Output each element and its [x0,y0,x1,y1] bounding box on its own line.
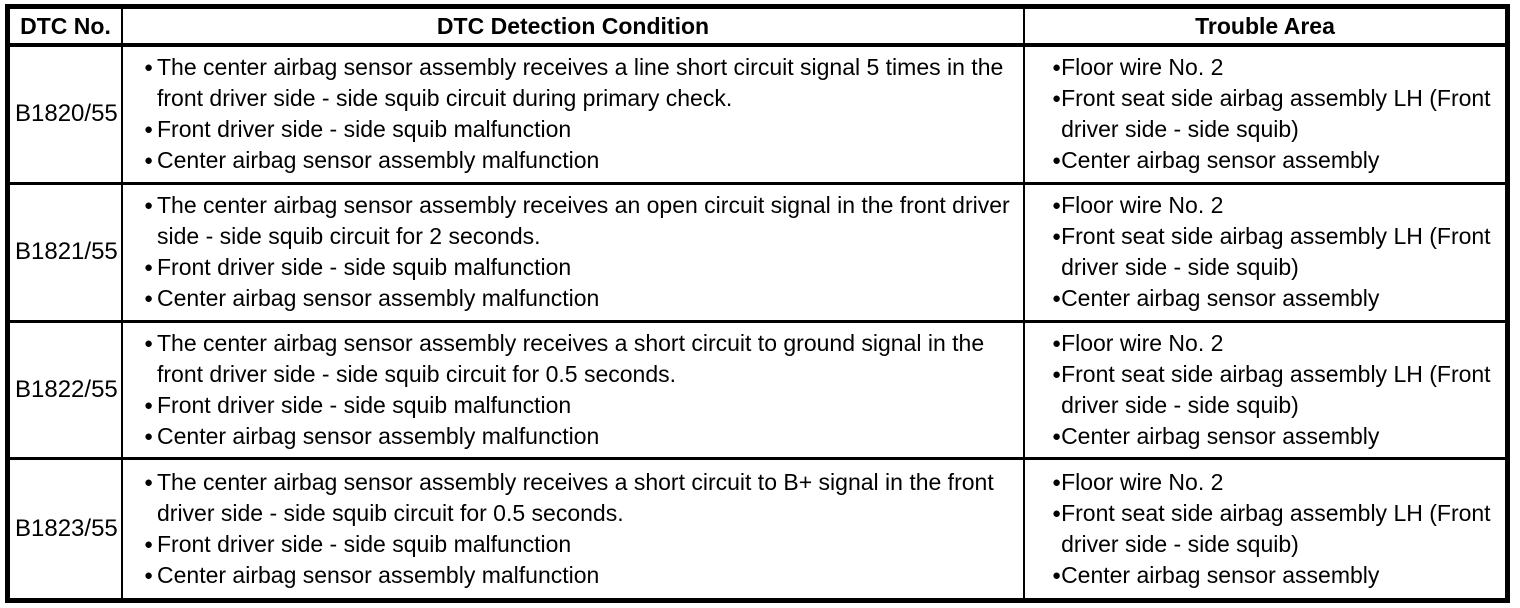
bullet-icon: ● [144,259,154,277]
trouble-item: ● Center airbag sensor assembly [1025,421,1497,452]
detection-condition-cell: ● The center airbag sensor assembly rece… [123,47,1025,182]
trouble-text: Floor wire No. 2 [1061,469,1224,496]
detection-condition-cell: ● The center airbag sensor assembly rece… [123,322,1025,458]
bullet-icon: ● [144,290,154,308]
condition-item: ● Center airbag sensor assembly malfunct… [123,421,1015,452]
dtc-table: DTC No. DTC Detection Condition Trouble … [5,4,1510,603]
bullet-icon: ● [1052,290,1062,308]
trouble-text: Center airbag sensor assembly [1061,147,1380,174]
condition-item: ● Center airbag sensor assembly malfunct… [123,145,1015,176]
bullet-icon: ● [1052,427,1062,445]
trouble-text: Floor wire No. 2 [1061,329,1224,356]
condition-item: ● The center airbag sensor assembly rece… [123,52,1015,114]
trouble-text: Center airbag sensor assembly [1061,422,1380,449]
condition-text: Center airbag sensor assembly malfunctio… [157,147,600,174]
bullet-icon: ● [144,474,154,492]
trouble-item: ● Front seat side airbag assembly LH (Fr… [1025,83,1497,145]
header-detection-condition: DTC Detection Condition [123,9,1025,43]
trouble-text: Center airbag sensor assembly [1061,562,1380,589]
table-row: B1821/55 ● The center airbag sensor asse… [10,184,1505,323]
bullet-icon: ● [1052,90,1062,108]
bullet-icon: ● [144,427,154,445]
condition-text: The center airbag sensor assembly receiv… [157,469,994,527]
condition-item: ● Center airbag sensor assembly malfunct… [123,283,1015,314]
dtc-no-cell: B1823/55 [10,460,123,598]
condition-text: The center airbag sensor assembly receiv… [157,192,1010,250]
trouble-text: Floor wire No. 2 [1061,54,1224,81]
trouble-text: Front seat side airbag assembly LH (Fron… [1061,360,1491,418]
condition-item: ● Center airbag sensor assembly malfunct… [123,560,1015,591]
condition-text: Front driver side - side squib malfuncti… [157,116,572,143]
bullet-icon: ● [1052,197,1062,215]
bullet-icon: ● [144,334,154,352]
table-row: B1820/55 ● The center airbag sensor asse… [10,47,1505,185]
trouble-item: ● Front seat side airbag assembly LH (Fr… [1025,359,1497,421]
bullet-icon: ● [144,152,154,170]
dtc-no-cell: B1822/55 [10,322,123,458]
condition-text: The center airbag sensor assembly receiv… [157,54,1004,112]
bullet-icon: ● [1052,365,1062,383]
trouble-item: ● Floor wire No. 2 [1025,190,1497,221]
trouble-text: Front seat side airbag assembly LH (Fron… [1061,500,1491,558]
trouble-text: Front seat side airbag assembly LH (Fron… [1061,85,1491,143]
bullet-icon: ● [144,536,154,554]
bullet-icon: ● [1052,334,1062,352]
detection-condition-cell: ● The center airbag sensor assembly rece… [123,460,1025,598]
condition-text: Front driver side - side squib malfuncti… [157,391,572,418]
condition-text: Front driver side - side squib malfuncti… [157,531,572,558]
bullet-icon: ● [1052,505,1062,523]
trouble-item: ● Floor wire No. 2 [1025,52,1497,83]
dtc-no-cell: B1821/55 [10,184,123,320]
trouble-item: ● Floor wire No. 2 [1025,467,1497,498]
condition-text: Center airbag sensor assembly malfunctio… [157,285,600,312]
condition-item: ● Front driver side - side squib malfunc… [123,390,1015,421]
bullet-icon: ● [1052,152,1062,170]
header-dtc-no: DTC No. [10,9,123,43]
bullet-icon: ● [1052,59,1062,77]
trouble-area-cell: ● Floor wire No. 2 ● Front seat side air… [1025,185,1505,320]
bullet-icon: ● [144,121,154,139]
bullet-icon: ● [144,567,154,585]
bullet-icon: ● [1052,474,1062,492]
table-header-row: DTC No. DTC Detection Condition Trouble … [10,9,1505,47]
trouble-item: ● Center airbag sensor assembly [1025,560,1497,591]
trouble-item: ● Floor wire No. 2 [1025,328,1497,359]
table-row: B1822/55 ● The center airbag sensor asse… [10,322,1505,461]
trouble-area-cell: ● Floor wire No. 2 ● Front seat side air… [1025,323,1505,458]
condition-item: ● Front driver side - side squib malfunc… [123,252,1015,283]
condition-item: ● Front driver side - side squib malfunc… [123,529,1015,560]
header-trouble-area: Trouble Area [1195,12,1335,39]
condition-text: Front driver side - side squib malfuncti… [157,254,572,281]
condition-text: Center airbag sensor assembly malfunctio… [157,422,600,449]
trouble-text: Floor wire No. 2 [1061,192,1224,219]
condition-item: ● The center airbag sensor assembly rece… [123,190,1015,252]
trouble-item: ● Center airbag sensor assembly [1025,283,1497,314]
condition-text: Center airbag sensor assembly malfunctio… [157,562,600,589]
trouble-item: ● Front seat side airbag assembly LH (Fr… [1025,221,1497,283]
bullet-icon: ● [1052,228,1062,246]
trouble-area-cell: ● Floor wire No. 2 ● Front seat side air… [1025,47,1505,182]
trouble-text: Front seat side airbag assembly LH (Fron… [1061,223,1491,281]
trouble-item: ● Front seat side airbag assembly LH (Fr… [1025,498,1497,560]
trouble-text: Center airbag sensor assembly [1061,285,1380,312]
condition-item: ● The center airbag sensor assembly rece… [123,328,1015,390]
bullet-icon: ● [1052,567,1062,585]
trouble-area-cell: ● Floor wire No. 2 ● Front seat side air… [1025,460,1505,598]
bullet-icon: ● [144,396,154,414]
condition-text: The center airbag sensor assembly receiv… [157,329,985,387]
condition-item: ● The center airbag sensor assembly rece… [123,467,1015,529]
trouble-item: ● Center airbag sensor assembly [1025,145,1497,176]
detection-condition-cell: ● The center airbag sensor assembly rece… [123,184,1025,320]
dtc-no-cell: B1820/55 [10,47,123,182]
bullet-icon: ● [144,197,154,215]
table-row: B1823/55 ● The center airbag sensor asse… [10,460,1505,598]
bullet-icon: ● [144,59,154,77]
condition-item: ● Front driver side - side squib malfunc… [123,114,1015,145]
